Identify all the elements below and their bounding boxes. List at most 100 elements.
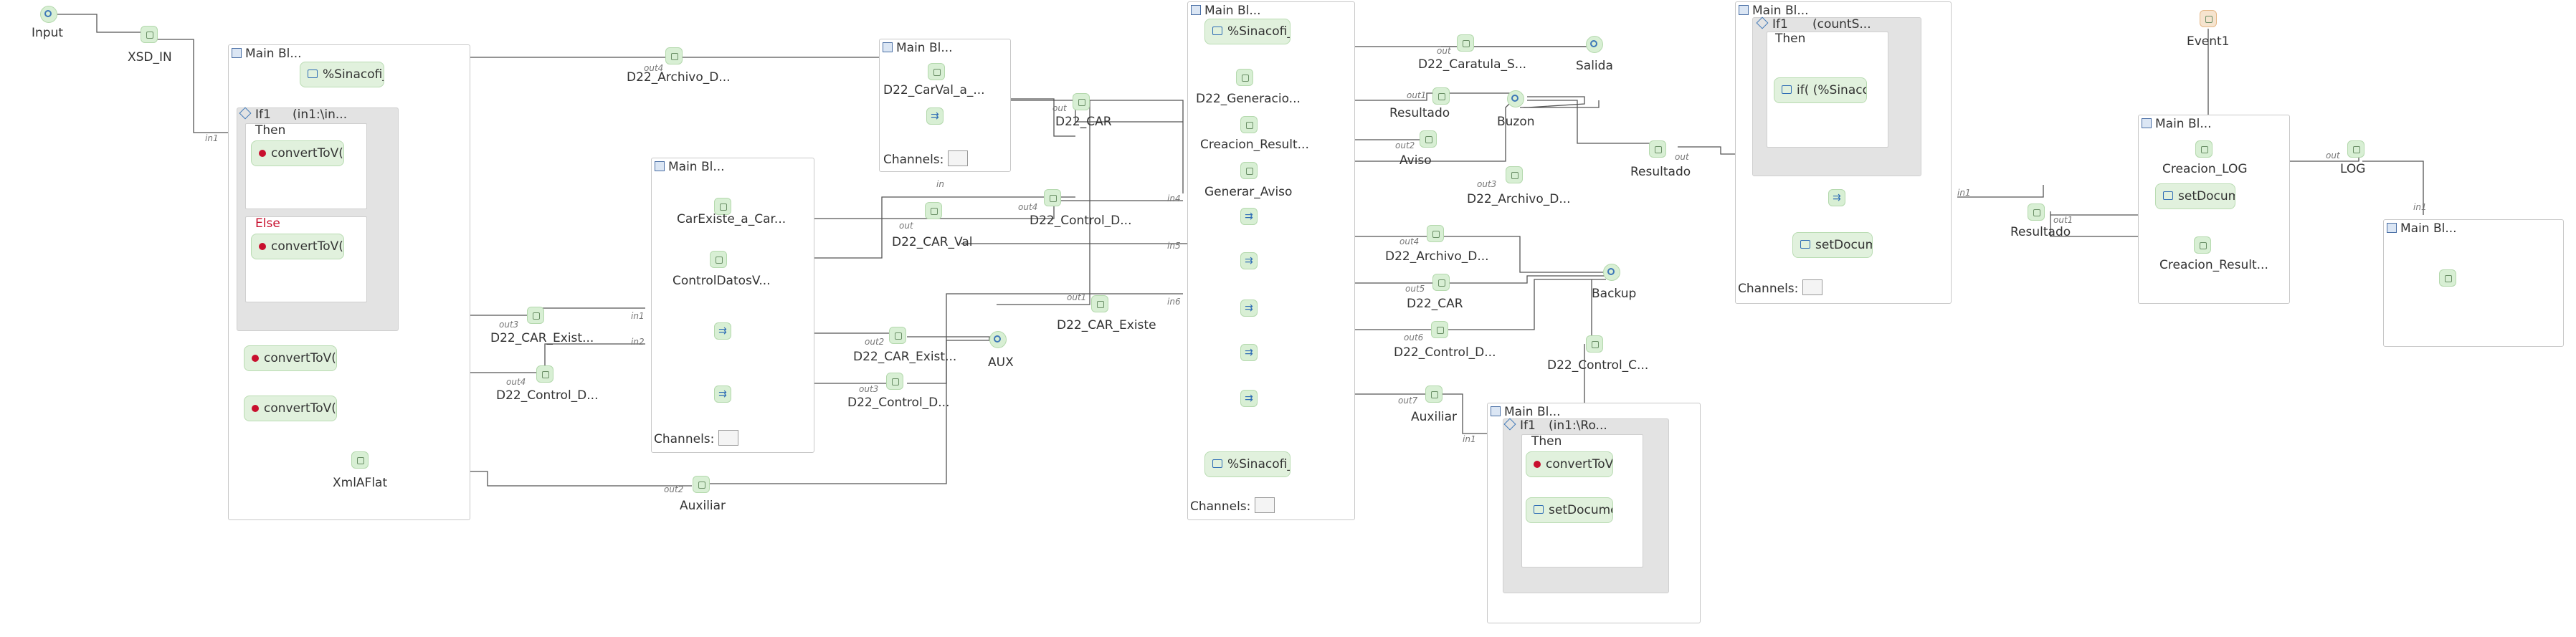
block5-then-label: Then	[1531, 434, 1562, 449]
input-start-icon[interactable]	[40, 6, 57, 23]
creacion-node-icon[interactable]	[1240, 116, 1258, 133]
document-icon	[1212, 459, 1222, 468]
block-icon	[883, 42, 893, 52]
event1-icon[interactable]	[2200, 10, 2217, 27]
route1-icon[interactable]: ⇉	[714, 322, 731, 340]
convert-else-node[interactable]: convertToV(	[251, 234, 344, 259]
car4-node-icon[interactable]	[1432, 274, 1450, 291]
else-box	[245, 216, 367, 302]
xsd-in-node-icon[interactable]	[141, 26, 158, 43]
car-exist-out-node-icon[interactable]	[527, 307, 544, 324]
archivo4a-node-icon[interactable]	[1506, 166, 1523, 183]
block2-in1-port: in1	[631, 311, 645, 321]
creacion-result-node-icon[interactable]	[2194, 236, 2211, 254]
block3-out-port-2: out	[899, 221, 913, 231]
control-c-node-icon[interactable]	[1586, 335, 1603, 353]
creacion-result-label: Creacion_Result...	[2159, 258, 2268, 272]
buzon-endpoint-icon[interactable]	[1507, 90, 1524, 107]
creacion-log-node-icon[interactable]	[2195, 140, 2213, 158]
convert-then-node[interactable]: convertToV(	[251, 140, 344, 166]
main-block-5-title: Main Bl...	[1491, 405, 1561, 419]
carval-a-node-icon[interactable]	[928, 63, 945, 80]
block4-route5-icon[interactable]: ⇉	[1240, 390, 1258, 407]
car-exist-out-label: D22_CAR_Exist...	[490, 331, 594, 345]
block3-existe-node-icon[interactable]	[1091, 295, 1108, 312]
resultado4-node-icon[interactable]	[1432, 87, 1450, 105]
backup-endpoint-icon[interactable]	[1603, 264, 1620, 281]
block6-if-sinaco-node[interactable]: if( (%Sinaco	[1774, 77, 1867, 103]
block3-car-node-icon[interactable]	[1073, 93, 1090, 110]
block6-resultado-node-icon[interactable]	[1649, 140, 1666, 158]
block3-control-node-icon[interactable]	[1044, 189, 1061, 206]
block6-route-icon[interactable]: ⇉	[1828, 189, 1845, 206]
function-icon	[252, 405, 259, 412]
controldatos-node-icon[interactable]	[710, 251, 727, 268]
document-icon	[2163, 191, 2173, 200]
creacion-label: Creacion_Result...	[1200, 138, 1309, 152]
block7-resultado-node-icon[interactable]	[2028, 203, 2045, 221]
caratula-node-icon[interactable]	[1457, 34, 1474, 52]
car4-label: D22_CAR	[1407, 297, 1463, 311]
main-block-7[interactable]: Main Bl...	[2138, 115, 2290, 304]
aviso-node-icon[interactable]	[1420, 130, 1437, 148]
then-box	[245, 123, 367, 209]
block5-convert-node[interactable]: convertToV(	[1526, 451, 1613, 477]
auxiliar-out-node-icon[interactable]	[693, 476, 710, 493]
block7-setdoc-node[interactable]: setDocume	[2155, 183, 2235, 209]
block3-carval-node-icon[interactable]	[925, 202, 942, 219]
carexiste-label: CarExiste_a_Car...	[677, 212, 786, 226]
caratula-out-port: out	[1437, 46, 1451, 56]
carexiste-node-icon[interactable]	[714, 198, 731, 215]
xmlaflat-label: XmlAFlat	[333, 476, 388, 490]
function-icon	[252, 355, 259, 362]
block4-sinacofi-bottom-node[interactable]: %Sinacofi_D	[1204, 451, 1291, 477]
main-block-4[interactable]: Main Bl...	[1187, 1, 1355, 520]
block4-route3-icon[interactable]: ⇉	[1240, 300, 1258, 317]
block3-route-icon[interactable]: ⇉	[926, 107, 944, 125]
log-node-icon[interactable]	[2347, 140, 2364, 158]
block7-resultado-label: Resultado	[2010, 225, 2071, 239]
generacion-label: D22_Generacio...	[1196, 92, 1301, 106]
block5-if-label: If1	[1503, 418, 1536, 433]
convert4-node[interactable]: convertToV(	[244, 396, 337, 421]
block5-setdoc-node[interactable]: setDocume	[1526, 497, 1613, 523]
main-block-8[interactable]: Main Bl...	[2383, 219, 2564, 347]
backup-label: Backup	[1592, 287, 1637, 301]
generacion-node-icon[interactable]	[1236, 69, 1253, 86]
block4-route1-icon[interactable]: ⇉	[1240, 208, 1258, 225]
route2-icon[interactable]: ⇉	[714, 385, 731, 403]
convert3-node[interactable]: convertToV(	[244, 345, 337, 371]
archivo-out-node-icon[interactable]	[665, 47, 683, 64]
block4-route4-icon[interactable]: ⇉	[1240, 344, 1258, 361]
aux-endpoint-icon[interactable]	[989, 331, 1007, 348]
auxiliar4-node-icon[interactable]	[1425, 385, 1443, 403]
block7-in1-port: in1	[1957, 188, 1971, 198]
generar-aviso-node-icon[interactable]	[1240, 162, 1258, 179]
block8-mail-node-icon[interactable]	[2439, 269, 2456, 287]
main-block-2[interactable]: Main Bl...	[651, 158, 814, 453]
block2-car-exist-node-icon[interactable]	[889, 327, 906, 344]
block3-in4-port: in4	[1167, 193, 1181, 203]
archivo4b-node-icon[interactable]	[1427, 225, 1444, 242]
block4-route2-icon[interactable]: ⇉	[1240, 252, 1258, 269]
block6-setdoc-node[interactable]: setDocume	[1792, 232, 1873, 258]
channels-icon	[1802, 279, 1823, 295]
block3-out-port: out	[1052, 103, 1067, 113]
salida-endpoint-icon[interactable]	[1586, 36, 1603, 53]
control-out-node-icon[interactable]	[536, 365, 553, 383]
else-label: Else	[255, 216, 280, 231]
block6-then-label: Then	[1775, 32, 1806, 46]
auxiliar4-out7-port: out7	[1398, 396, 1418, 406]
control4-node-icon[interactable]	[1431, 321, 1448, 338]
block2-control-node-icon[interactable]	[886, 373, 903, 390]
sinacofi-setdoc-node[interactable]: %Sinacofi_D	[300, 62, 384, 87]
block4-sinacofi-top-node[interactable]: %Sinacofi_D	[1204, 19, 1291, 44]
xmlaflat-node-icon[interactable]	[351, 451, 369, 469]
block-icon	[1739, 5, 1749, 15]
channels-icon	[1255, 497, 1275, 513]
block3-out4-port: out4	[1018, 202, 1038, 212]
auxiliar-out-label: Auxiliar	[680, 499, 726, 513]
channels-icon	[718, 430, 739, 446]
aviso-label: Aviso	[1399, 153, 1432, 168]
main-block-3[interactable]: Main Bl...	[879, 39, 1011, 172]
